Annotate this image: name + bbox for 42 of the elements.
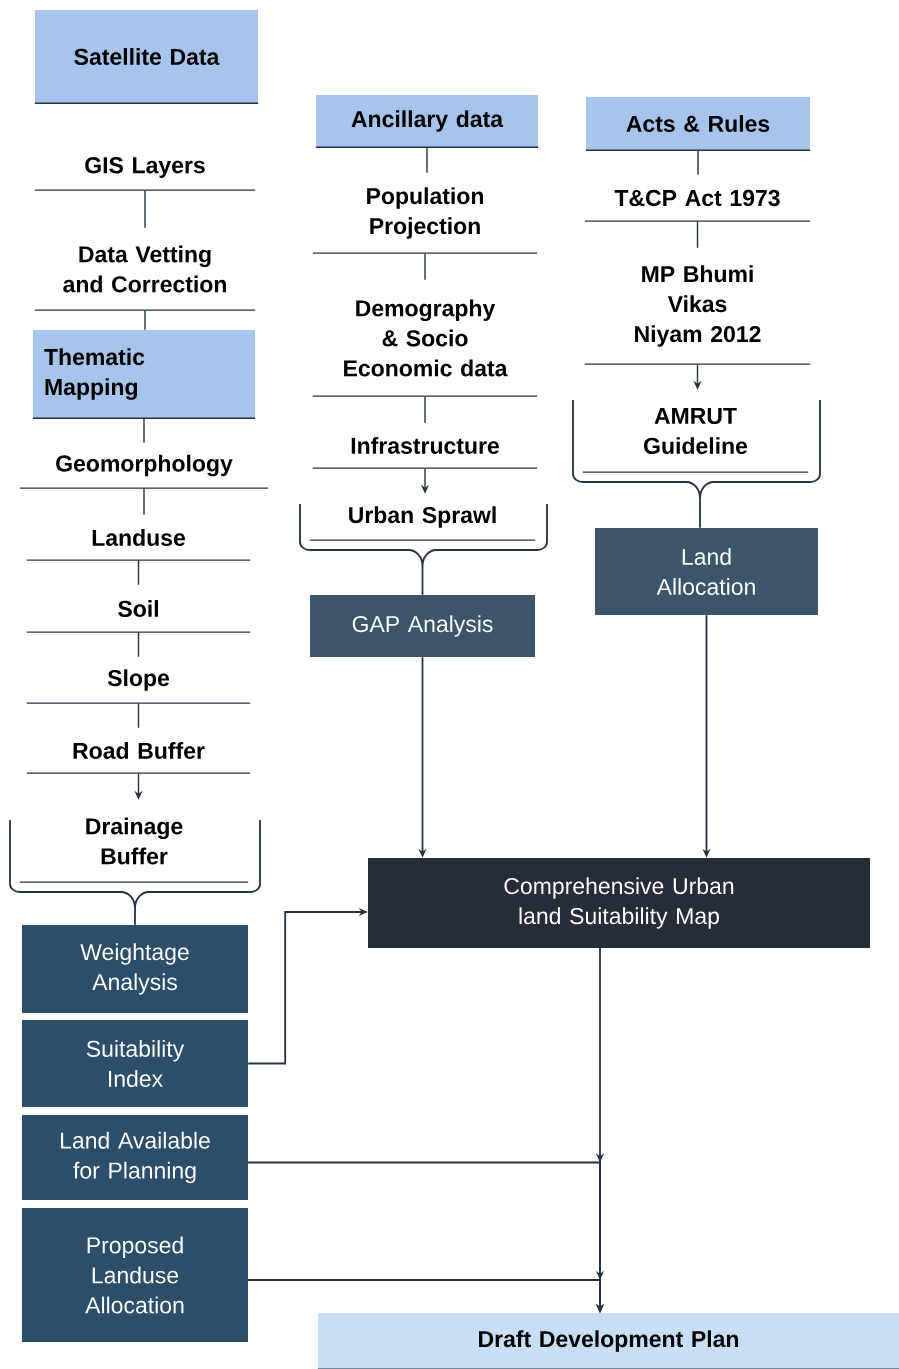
output-box: Draft Development Plan [317, 1313, 899, 1369]
result-box: Comprehensive Urban land Suitability Map [368, 858, 870, 948]
process-box: Weightage Analysis [22, 925, 248, 1013]
connector-line [137, 631, 140, 658]
connector-line [424, 395, 426, 424]
list-item: Road Buffer [26, 742, 251, 774]
list-item: AMRUT Guideline [582, 408, 809, 473]
list-item: MP Bhumi Vikas Niyam 2012 [584, 265, 811, 365]
connector-line [137, 702, 140, 729]
list-item: Data Vetting and Correction [34, 245, 256, 311]
header-box: Thematic Mapping [32, 330, 256, 419]
list-item: Urban Sprawl [309, 506, 536, 541]
connector-line [426, 146, 428, 174]
list-item: Landuse [26, 529, 251, 561]
list-item: Geomorphology [19, 454, 269, 489]
list-item: T&CP Act 1973 [584, 189, 811, 222]
list-item: Demography & Socio Economic data [312, 299, 538, 397]
header-box: Acts & Rules [585, 97, 811, 151]
brace [9, 819, 261, 926]
list-item: Soil [26, 600, 251, 633]
brace [572, 399, 821, 529]
list-item: GIS Layers [34, 157, 256, 191]
process-box: Suitability Index [22, 1020, 248, 1107]
list-item: Drainage Buffer [19, 817, 249, 883]
brace [299, 503, 548, 596]
connector-line [144, 309, 146, 331]
process-box: Proposed Landuse Allocation [22, 1208, 248, 1342]
process-box: GAP Analysis [310, 595, 535, 657]
connector-line [144, 189, 146, 229]
process-box: Land Available for Planning [22, 1115, 248, 1200]
connector-line [143, 487, 145, 516]
process-box: Land Allocation [595, 528, 818, 615]
connector-line [696, 220, 699, 249]
header-box: Ancillary data [315, 95, 539, 148]
list-item: Infrastructure [312, 437, 538, 469]
connector-line [143, 417, 145, 444]
connector-line [137, 559, 140, 586]
header-box: Satellite Data [34, 10, 259, 104]
connector-line [424, 252, 426, 281]
connector-line [697, 149, 699, 176]
list-item: Slope [26, 669, 251, 704]
list-item: Population Projection [312, 187, 538, 254]
